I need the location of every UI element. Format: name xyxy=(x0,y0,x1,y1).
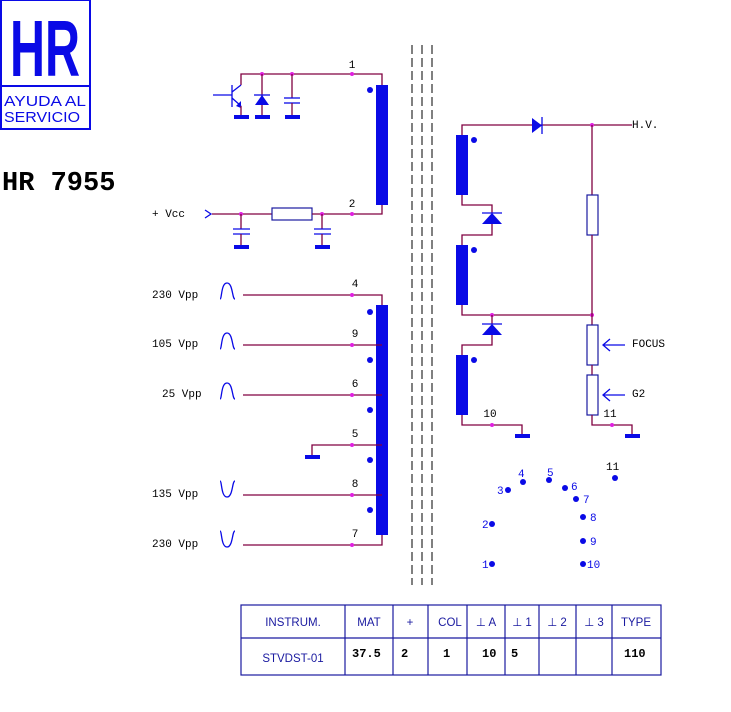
g2-label: G2 xyxy=(632,389,645,401)
table-cell: 1 xyxy=(443,647,450,661)
table-header: ⊥ 2 xyxy=(547,617,567,629)
g2-potentiometer-icon xyxy=(586,374,599,416)
secondary-circuit: 4 230 Vpp 9 105 Vpp 6 25 Vpp 5 8 135 Vpp… xyxy=(152,279,388,551)
pinout-label: 8 xyxy=(590,513,597,525)
secondary-coil xyxy=(376,305,388,535)
ground-icon xyxy=(515,434,530,438)
table-cell: 110 xyxy=(624,647,646,661)
pinout-label: 10 xyxy=(587,560,600,572)
table-header: + xyxy=(407,617,414,629)
transistor-icon xyxy=(213,84,249,119)
pinout-diagram: 1 2 3 4 5 6 7 8 9 10 11 xyxy=(482,462,620,572)
table-header: MAT xyxy=(357,617,380,629)
pin-5-label: 5 xyxy=(352,429,359,441)
table-header: COL xyxy=(438,617,462,629)
negative-pulse-icon xyxy=(219,530,236,548)
table-header: ⊥ 1 xyxy=(512,617,532,629)
ground-icon xyxy=(625,434,640,438)
primary-circuit: 1 2 + Vcc xyxy=(152,60,388,249)
hv-label: H.V. xyxy=(632,120,658,132)
vcc-label: + Vcc xyxy=(152,209,185,221)
resistor-icon xyxy=(586,194,599,236)
resistor-icon xyxy=(271,207,313,221)
logo-hr: HR xyxy=(10,4,80,93)
table-header: ⊥ 3 xyxy=(584,617,604,629)
output-135vpp-label: 135 Vpp xyxy=(152,489,198,501)
hv-diode-icon xyxy=(532,117,543,134)
pinout-label: 4 xyxy=(518,469,525,481)
arrow-left-icon xyxy=(602,338,625,352)
output-230vpp-neg-label: 230 Vpp xyxy=(152,539,198,551)
transformer-core xyxy=(411,45,433,585)
table-cell: 5 xyxy=(511,647,518,661)
output-230vpp-label: 230 Vpp xyxy=(152,290,198,302)
pinout-label: 11 xyxy=(606,462,620,474)
pinout-label: 2 xyxy=(482,520,489,532)
logo: HR AYUDA AL SERVICIO xyxy=(0,0,91,130)
table-header: ⊥ A xyxy=(476,617,497,629)
pin-9-label: 9 xyxy=(352,329,359,341)
pinout-label: 7 xyxy=(583,495,590,507)
output-105vpp-label: 105 Vpp xyxy=(152,339,198,351)
negative-pulse-icon xyxy=(219,480,236,498)
table-cell: 10 xyxy=(482,647,496,661)
logo-line1: AYUDA AL xyxy=(4,93,86,110)
pinout-label: 6 xyxy=(571,482,578,494)
ground-icon xyxy=(305,455,320,459)
pin-1-label: 1 xyxy=(349,60,356,72)
positive-pulse-icon xyxy=(219,332,236,350)
pinout-label: 3 xyxy=(497,486,504,498)
pin-10-label: 10 xyxy=(483,409,496,421)
logo-line2: SERVICIO xyxy=(4,109,80,126)
positive-pulse-icon xyxy=(219,382,236,400)
diode-icon xyxy=(482,323,502,335)
table-cell: STVDST-01 xyxy=(262,653,323,665)
model-title: HR 7955 xyxy=(2,169,115,199)
damper-diode-icon xyxy=(254,74,270,119)
output-25vpp-label: 25 Vpp xyxy=(162,389,202,401)
focus-potentiometer-icon xyxy=(586,324,599,366)
arrow-left-icon xyxy=(602,388,625,402)
pin-6-label: 6 xyxy=(352,379,359,391)
spec-table: INSTRUM. MAT + COL ⊥ A ⊥ 1 ⊥ 2 ⊥ 3 TYPE … xyxy=(240,604,662,676)
pinout-label: 1 xyxy=(482,560,489,572)
pin-11-label: 11 xyxy=(603,409,617,421)
pin-2-label: 2 xyxy=(349,199,356,211)
capacitor-icon xyxy=(284,74,300,119)
table-cell: 2 xyxy=(401,647,408,661)
pinout-label: 5 xyxy=(547,468,554,480)
positive-pulse-icon xyxy=(219,282,236,300)
primary-coil xyxy=(376,85,388,205)
pinout-label: 9 xyxy=(590,537,597,549)
pin-4-label: 4 xyxy=(352,279,359,291)
pin-8-label: 8 xyxy=(352,479,359,491)
hv-circuit: H.V. 10 11 FOCUS G2 xyxy=(456,117,665,438)
diode-icon xyxy=(482,212,502,224)
pin-7-label: 7 xyxy=(352,529,359,541)
table-header: INSTRUM. xyxy=(265,617,321,629)
focus-label: FOCUS xyxy=(632,339,665,351)
table-header: TYPE xyxy=(621,617,651,629)
table-cell: 37.5 xyxy=(352,647,381,661)
